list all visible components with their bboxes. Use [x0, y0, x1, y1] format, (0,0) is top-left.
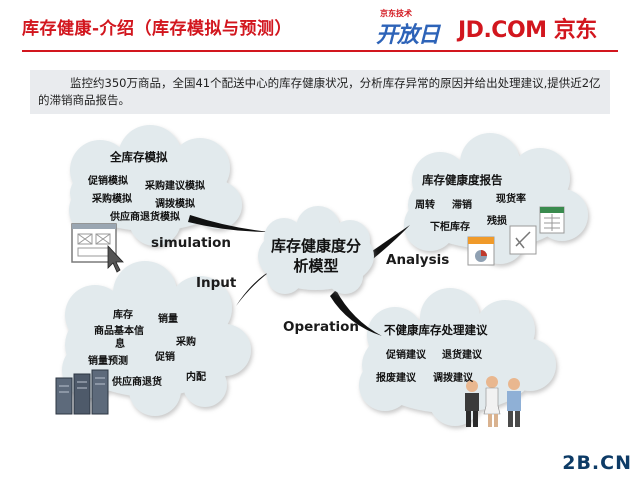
connector-lines — [188, 215, 410, 336]
connector-label-operation: Operation — [283, 319, 360, 335]
input-item: 息 — [115, 339, 125, 350]
connector-label-analysis: Analysis — [386, 252, 450, 268]
window-cursor-icon — [71, 223, 124, 273]
simulation-item: 促销模拟 — [88, 176, 128, 187]
operation-item: 退货建议 — [442, 350, 482, 361]
report-cloud-title: 库存健康度报告 — [422, 173, 503, 187]
input-item: 促销 — [155, 352, 175, 363]
input-item: 销量 — [158, 314, 178, 325]
report-item: 滞销 — [452, 200, 472, 211]
center-model-line1: 库存健康度分 — [270, 237, 361, 255]
connector-label-input: Input — [196, 275, 237, 291]
kaifangri-logo-caption: 京东技术 — [380, 9, 412, 18]
intro-text: 监控约350万商品，全国41个配送中心的库存健康状况，分析库存异常的原因并给出处… — [38, 76, 601, 107]
business-people-icon — [465, 376, 521, 427]
simulation-item: 调拨模拟 — [155, 199, 195, 210]
input-item: 采购 — [176, 337, 196, 348]
intro-box: 监控约350万商品，全国41个配送中心的库存健康状况，分析库存异常的原因并给出处… — [30, 70, 610, 114]
operation-item: 调拨建议 — [433, 373, 473, 384]
cloud-simulation — [69, 125, 242, 246]
simulation-cloud-title: 全库存模拟 — [110, 150, 168, 164]
documents-icon — [467, 206, 565, 266]
server-icon — [55, 369, 109, 415]
input-item: 内配 — [186, 372, 206, 383]
operation-item: 促销建议 — [386, 350, 426, 361]
simulation-item: 采购建议模拟 — [145, 181, 205, 192]
operation-item: 报废建议 — [376, 373, 416, 384]
report-item: 残损 — [487, 216, 507, 227]
jd-logo: JD.COM 京东 — [458, 18, 597, 43]
center-model-line2: 析模型 — [293, 257, 339, 275]
cloud-operation — [359, 288, 556, 426]
report-item: 现货率 — [496, 194, 526, 205]
report-item: 周转 — [415, 200, 435, 211]
kaifangri-logo: 京东技术 开放日 — [376, 8, 446, 48]
title-divider — [22, 50, 618, 52]
center-model-label: 库存健康度分 析模型 — [256, 236, 376, 276]
slide-title: 库存健康-介绍（库存模拟与预测） — [22, 19, 293, 39]
simulation-item: 供应商退货模拟 — [110, 212, 180, 223]
center-cloud — [258, 206, 374, 294]
operation-cloud-title: 不健康库存处理建议 — [384, 323, 488, 337]
connector-label-simulation: simulation — [151, 235, 232, 251]
kaifangri-logo-text: 开放日 — [376, 23, 440, 48]
watermark: 2B.CN — [562, 452, 632, 474]
input-item: 库存 — [113, 310, 133, 321]
simulation-item: 采购模拟 — [92, 194, 132, 205]
input-item: 销量预测 — [88, 356, 128, 367]
input-item: 供应商退货 — [112, 377, 162, 388]
input-item: 商品基本信 — [94, 326, 144, 337]
report-item: 下柜库存 — [430, 222, 470, 233]
